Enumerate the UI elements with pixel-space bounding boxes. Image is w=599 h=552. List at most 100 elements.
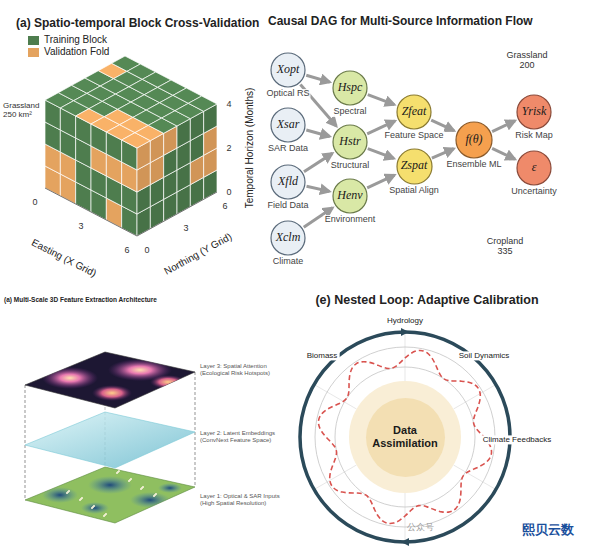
label: 2 <box>226 143 231 153</box>
node-caption: Uncertainty <box>510 187 558 197</box>
texture-dot <box>30 518 32 520</box>
texture-dot <box>116 472 118 474</box>
texture-dot <box>79 499 81 501</box>
node-symbol: Zfeat <box>402 105 427 119</box>
label: 0 <box>226 187 231 197</box>
node-symbol: Zspat <box>401 159 428 173</box>
dag-arrow <box>306 75 330 82</box>
label: (e) Nested Loop: Adaptive Calibration <box>315 293 538 307</box>
texture-dot <box>66 492 68 494</box>
node-symbol: Hspc <box>338 81 363 95</box>
node-symbol: Yrisk <box>522 105 547 119</box>
hotspot <box>92 385 132 401</box>
node-circle <box>333 125 367 159</box>
node-circle <box>517 151 551 185</box>
hotspots <box>42 359 186 401</box>
label: Easting (X Grid) <box>30 237 99 280</box>
texture-blob <box>42 487 78 503</box>
assimilation-circle: Data Assimilation <box>365 397 446 478</box>
attention-layer <box>25 352 195 408</box>
node-caption: Field Data <box>266 201 309 211</box>
grid-spoke <box>453 385 495 409</box>
legend-row: Training Block <box>28 34 109 46</box>
label: Grassland 250 km² <box>3 101 43 119</box>
texture-dot <box>43 475 45 477</box>
node-symbol: f(θ) <box>465 133 482 147</box>
label: Layer 3: Spatial Attention (Ecological R… <box>200 363 290 377</box>
node-symbol: Xfld <box>278 175 298 189</box>
label: 公众号 <box>407 522 434 532</box>
node-circle <box>271 165 305 199</box>
texture-dot <box>118 470 120 472</box>
node-circle <box>456 122 492 158</box>
legend-row: Validation Fold <box>28 46 109 58</box>
label: (a) Multi-Scale 3D Feature Extraction Ar… <box>4 296 157 303</box>
grid-spoke <box>315 465 357 489</box>
node-symbol: ε <box>532 161 537 175</box>
texture-dot <box>177 511 179 513</box>
axis-line <box>45 188 217 236</box>
texture-dot <box>155 493 157 495</box>
dag-arrow <box>368 95 395 105</box>
texture-dot <box>54 484 56 486</box>
texture-dot <box>80 498 82 500</box>
assimilation-halo <box>349 381 461 493</box>
node-caption: Ensemble ML <box>445 160 502 170</box>
guide-line <box>195 372 196 487</box>
label: 4 <box>226 99 231 109</box>
label: Soil Dynamics <box>457 351 512 360</box>
dag-node: HspcSpectral <box>332 70 368 106</box>
input-layer <box>25 467 195 523</box>
texture-dot <box>44 474 46 476</box>
texture-dot <box>117 471 119 473</box>
dag-arrow <box>306 130 329 136</box>
label: Layer 2: Latent Embeddings (ConvNext Fea… <box>200 430 290 444</box>
input-texture <box>29 469 182 520</box>
hotspot <box>150 375 186 389</box>
texture-dot <box>91 507 93 509</box>
cube <box>45 56 217 236</box>
grid-circle <box>335 367 475 507</box>
label: Northing (Y Grid) <box>162 231 234 278</box>
dag-arrow <box>368 149 394 159</box>
node-caption: SAR Data <box>267 144 309 154</box>
texture-dot <box>104 514 106 516</box>
node-caption: Spectral <box>332 107 367 117</box>
calibration-curve <box>318 350 491 523</box>
texture-dot <box>56 482 58 484</box>
texture-dot <box>141 487 143 489</box>
dag-node: XfldField Data <box>270 164 306 200</box>
texture-dot <box>166 502 168 504</box>
node-circle <box>271 108 305 142</box>
texture-dot <box>128 480 130 482</box>
dag-arrow <box>431 120 454 131</box>
node-caption: Structural <box>330 161 371 171</box>
label: 3 <box>183 223 188 233</box>
texture-blob <box>88 476 132 494</box>
texture-dot <box>42 476 44 478</box>
grid-cell <box>188 96 217 111</box>
node-circle <box>271 221 305 255</box>
node-symbol: Xsar <box>277 118 300 132</box>
texture-dot <box>178 510 180 512</box>
hotspot <box>42 367 98 389</box>
label: (a) Spatio-temporal Block Cross-Validati… <box>16 17 259 31</box>
label: 0 <box>144 245 149 255</box>
label: Layer 1: Optical & SAR Inputs (High Spat… <box>200 493 290 507</box>
node-caption: Climate <box>272 257 305 267</box>
node-circle <box>271 53 305 87</box>
node-symbol: Henv <box>337 189 362 203</box>
outer-loop <box>300 332 510 542</box>
texture-dot <box>153 495 155 497</box>
label: Cropland 335 <box>480 236 530 257</box>
embedding-layer <box>25 412 195 468</box>
texture-dot <box>142 486 144 488</box>
label: Causal DAG for Multi-Source Information … <box>268 15 533 29</box>
texture-dot <box>165 503 167 505</box>
texture-dot <box>93 505 95 507</box>
texture-dot <box>67 491 69 493</box>
node-symbol: Data Assimilation <box>370 424 440 449</box>
legend-text: Training Block <box>44 34 107 46</box>
texture-dot <box>92 506 94 508</box>
